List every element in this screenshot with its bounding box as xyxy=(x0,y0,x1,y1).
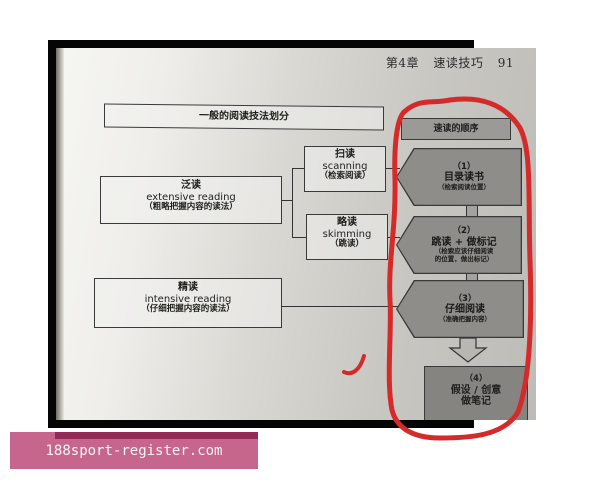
connector-step1-2 xyxy=(466,206,478,218)
skimming-en: skimming xyxy=(322,228,372,240)
connector-skimming xyxy=(292,237,306,239)
skimming-note: （跳读） xyxy=(329,239,364,249)
watermark-shadow xyxy=(55,432,258,439)
skimming-box: 略读 skimming （跳读） xyxy=(306,214,388,260)
scanning-note: （检索阅读） xyxy=(319,171,371,181)
intensive-en: intensive reading xyxy=(144,293,232,305)
extensive-reading-box: 泛读 extensive reading （粗略把握内容的读法） xyxy=(100,176,282,224)
book-page: 第4章 速读技巧 91 一般的阅读技法划分 速读的顺序 泛读 extensive… xyxy=(56,48,536,420)
step-3-number: （3） xyxy=(453,293,477,304)
extensive-note: （粗略把握内容的读法） xyxy=(144,202,238,212)
step-3-box: （3） 仔细阅读 （准确把握内容） xyxy=(396,280,524,338)
step-3-title: 仔细阅读 xyxy=(445,304,485,316)
step-4-box: （4） 假设 / 创意 做笔记 xyxy=(424,366,528,420)
page-spine-shadow xyxy=(56,48,64,420)
speed-reading-order-title: 速读的顺序 xyxy=(401,118,511,140)
step-2-title: 跳读 + 做标记 xyxy=(431,236,497,248)
step-4-number: （4） xyxy=(464,374,488,384)
step-1-number: （1） xyxy=(452,161,476,172)
step-2-box: （2） 跳读 + 做标记 （检索应该仔细阅读 的位置，做出标记） xyxy=(396,216,522,274)
step-2-note-line2: 的位置，做出标记） xyxy=(434,254,494,263)
step-1-note: （检索阅读位置） xyxy=(438,182,490,191)
chapter-label: 第4章 xyxy=(385,56,420,70)
running-head: 第4章 速读技巧 91 xyxy=(376,54,514,71)
scanning-zh: 扫读 xyxy=(335,149,355,160)
connector-scanning xyxy=(292,168,304,170)
intensive-zh: 精读 xyxy=(178,282,198,293)
step-4-title: 假设 / 创意 xyxy=(450,384,502,396)
connector-extensive xyxy=(282,200,292,202)
connector-branch-vertical xyxy=(292,168,294,238)
step-1-title: 目录读书 xyxy=(444,172,484,184)
connector-intensive xyxy=(282,306,400,308)
checkmark-icon xyxy=(342,354,366,376)
scanning-box: 扫读 scanning （检索阅读） xyxy=(304,146,386,192)
step-4-title-line2: 做笔记 xyxy=(461,396,491,408)
step-2-note: （检索应该仔细阅读 xyxy=(434,247,494,256)
watermark-text: 188sport-register.com xyxy=(45,442,223,459)
extensive-zh: 泛读 xyxy=(181,180,201,191)
intensive-reading-box: 精读 intensive reading （仔细把握内容的读法） xyxy=(94,278,282,328)
down-arrow-icon xyxy=(448,337,488,363)
step-2-number: （2） xyxy=(452,225,476,236)
chapter-title: 速读技巧 xyxy=(433,56,484,70)
intensive-note: （仔细把握内容的读法） xyxy=(141,304,235,314)
scanning-en: scanning xyxy=(322,160,368,172)
step-1-box: （1） 目录读书 （检索阅读位置） xyxy=(396,148,522,206)
extensive-en: extensive reading xyxy=(146,191,236,203)
connector-step2-3 xyxy=(466,272,478,282)
page-number: 91 xyxy=(497,56,514,70)
skimming-zh: 略读 xyxy=(337,217,357,228)
step-3-note: （准确把握内容） xyxy=(439,314,491,323)
speed-reading-order-title-text: 速读的顺序 xyxy=(433,123,479,134)
